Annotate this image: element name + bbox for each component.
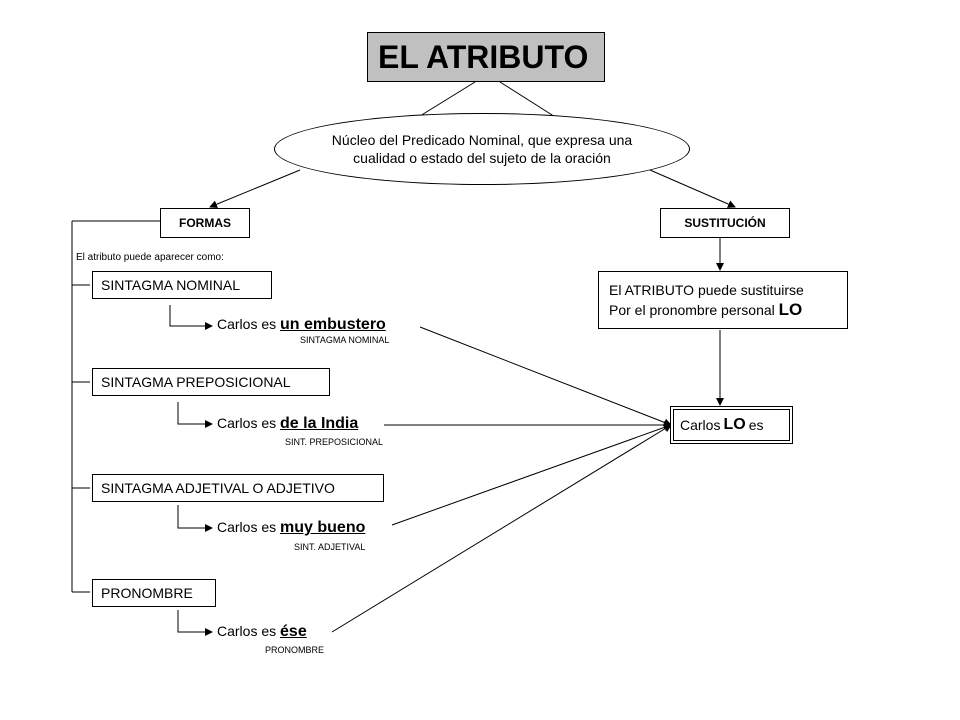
caption-sintagma-nominal: SINTAGMA NOMINAL [300, 335, 390, 345]
sustitucion-header: SUSTITUCIÓN [660, 208, 790, 238]
definition-line-2: cualidad o estado del sujeto de la oraci… [353, 150, 611, 166]
sustitucion-text-2: Por el pronombre personal LO [609, 300, 802, 320]
example-prefix: Carlos es [217, 415, 281, 431]
forma-sintagma-preposicional: SINTAGMA PREPOSICIONAL [92, 368, 330, 396]
example-sintagma-nominal: Carlos es un embustero [217, 316, 386, 334]
example-sintagma-preposicional: Carlos es de la India [217, 415, 358, 433]
example-atributo: un embustero [280, 316, 386, 333]
result-suffix: es [748, 417, 764, 433]
forma-sintagma-adjetival: SINTAGMA ADJETIVAL O ADJETIVO [92, 474, 384, 502]
example-prefix: Carlos es [217, 316, 281, 332]
sustitucion-explanation: El ATRIBUTO puede sustituirse Por el pro… [598, 271, 848, 329]
example-atributo: muy bueno [280, 519, 366, 536]
sustitucion-text-1: El ATRIBUTO puede sustituirse [609, 282, 804, 298]
sustitucion-text-2-label: Por el pronombre personal [609, 302, 779, 318]
result-pronoun: LO [723, 416, 746, 433]
example-prefix: Carlos es [217, 623, 281, 639]
example-atributo: de la India [280, 415, 359, 432]
forma-pronombre: PRONOMBRE [92, 579, 216, 607]
formas-intro: El atributo puede aparecer como: [76, 252, 224, 263]
result-box: Carlos LO es [670, 406, 793, 444]
diagram-title: EL ATRIBUTO [367, 32, 605, 82]
example-atributo: ése [280, 623, 307, 640]
result-inner: Carlos LO es [673, 409, 790, 441]
forma-sintagma-nominal: SINTAGMA NOMINAL [92, 271, 272, 299]
formas-header: FORMAS [160, 208, 250, 238]
example-pronombre: Carlos es ése [217, 623, 307, 641]
definition-ellipse: Núcleo del Predicado Nominal, que expres… [274, 113, 690, 185]
example-sintagma-adjetival: Carlos es muy bueno [217, 519, 365, 537]
definition-line-1: Núcleo del Predicado Nominal, que expres… [331, 132, 633, 148]
example-prefix: Carlos es [217, 519, 281, 535]
sustitucion-pronoun: LO [778, 300, 803, 319]
result-prefix: Carlos [680, 417, 721, 433]
caption-sintagma-preposicional: SINT. PREPOSICIONAL [285, 437, 384, 447]
caption-pronombre: PRONOMBRE [265, 645, 325, 655]
caption-sintagma-adjetival: SINT. ADJETIVAL [294, 542, 366, 552]
